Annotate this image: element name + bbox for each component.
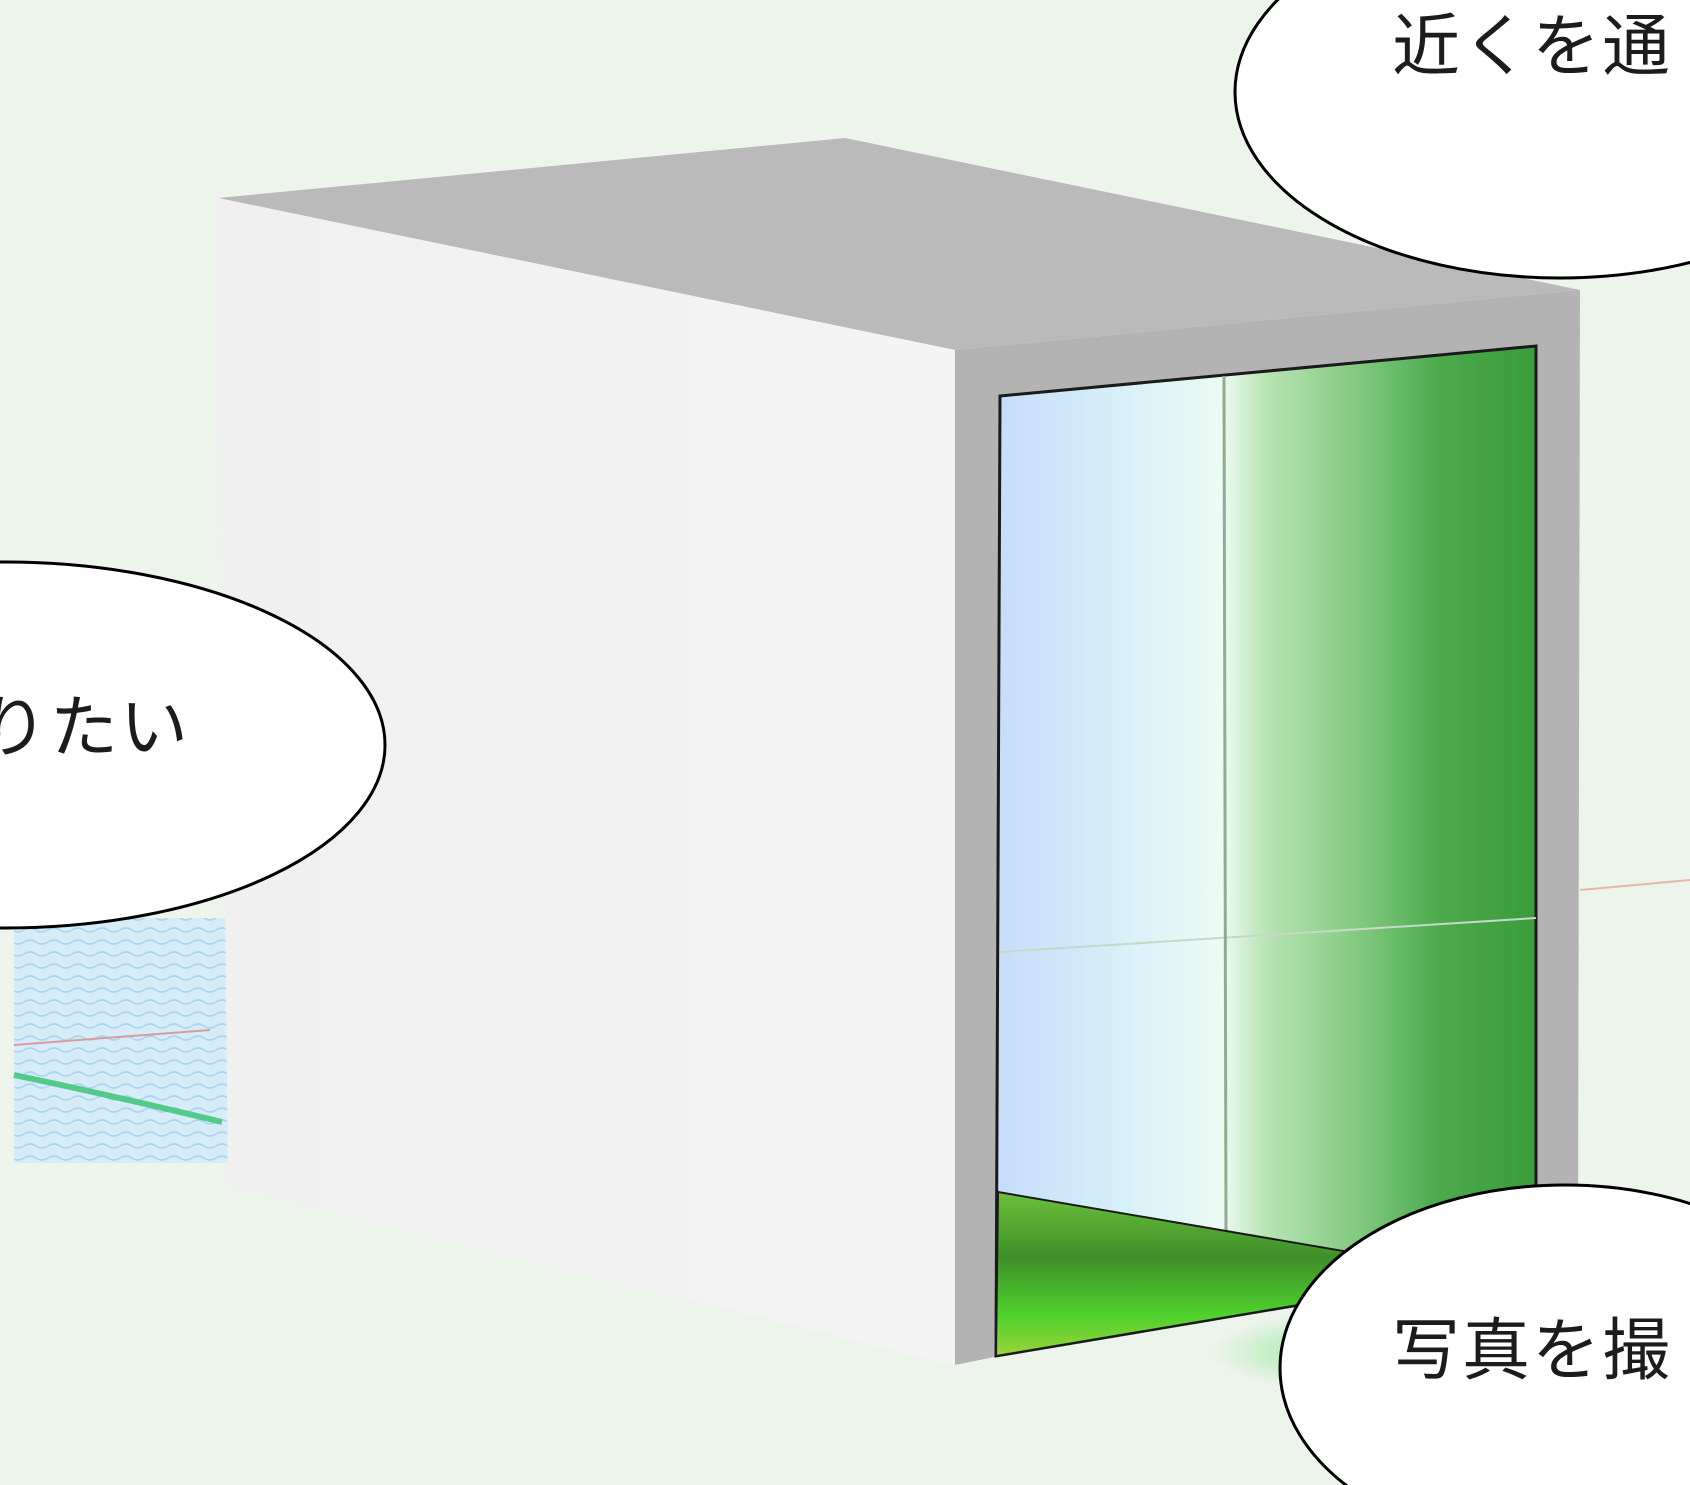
speech-bubble-left xyxy=(0,560,387,930)
speech-bubble-top xyxy=(1233,0,1690,280)
glass-horizon xyxy=(999,917,1537,953)
speech-text-bottom: 写真を撮 xyxy=(1392,1312,1673,1391)
window-divider xyxy=(1222,375,1228,1235)
speech-text-top: 近くを通 xyxy=(1392,8,1673,87)
speech-bubble-bottom xyxy=(1278,1183,1690,1485)
water-patch xyxy=(13,918,228,1163)
speech-text-left: りたい xyxy=(0,689,191,768)
cube-front xyxy=(218,198,955,1365)
cube-top xyxy=(218,138,1580,350)
